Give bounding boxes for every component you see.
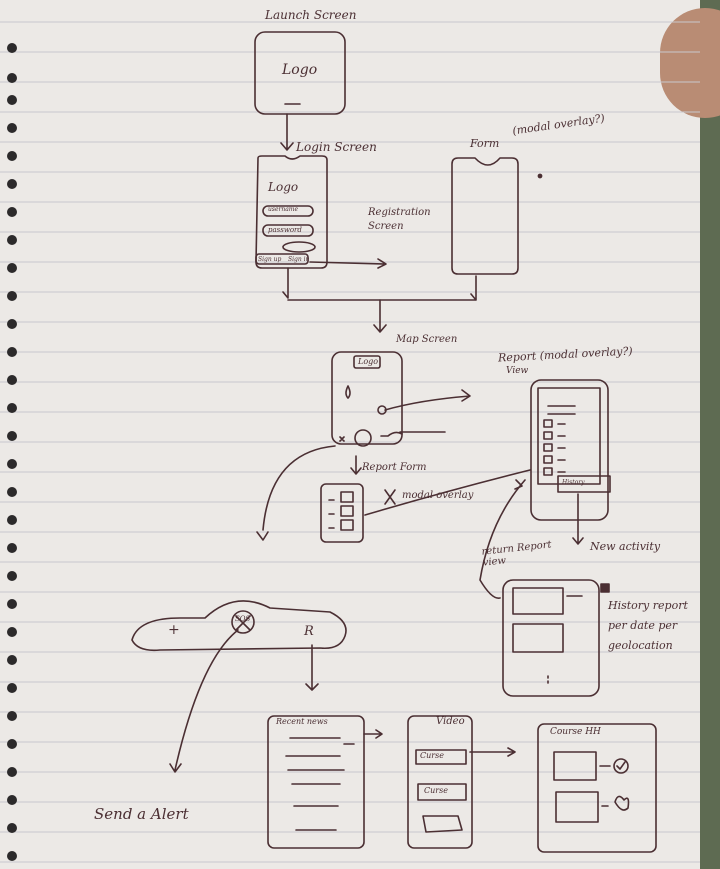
spiral-binding: [7, 43, 17, 861]
x-mark: [384, 489, 396, 505]
label-course-2: Curse: [424, 786, 448, 795]
recent-news-phone: [267, 715, 365, 849]
label-sos[interactable]: SOS: [235, 615, 251, 623]
sos-cross: [235, 615, 251, 631]
label-history-button[interactable]: History: [562, 479, 585, 486]
map-bottom-bar: [339, 431, 446, 442]
rf-check-2: [340, 505, 354, 517]
map-pin-icon: [345, 385, 351, 399]
bottom-nav-bar: [131, 600, 347, 652]
label-launch-logo: Logo: [282, 62, 318, 78]
history-phone: [502, 579, 600, 697]
sos-circle: [231, 610, 255, 634]
label-launch-screen: Launch Screen: [265, 8, 357, 22]
course-2-box: [417, 783, 467, 801]
arrow-rf-to-report: [364, 469, 531, 516]
label-history-note: History report per date per geolocation: [608, 599, 688, 652]
label-recent-news: Recent news: [276, 717, 328, 726]
map-top-logo-box: [353, 355, 381, 369]
thumb: [660, 8, 720, 118]
video-thumb: [422, 815, 463, 833]
report-form-phone: [320, 483, 364, 543]
map-phone-frame: [331, 351, 403, 445]
report-view-lines: [547, 405, 576, 415]
arrow-map-to-bottomnav: [256, 445, 336, 541]
arrow-map-to-reportform: [350, 455, 362, 475]
label-sign-in: Sign in: [288, 256, 310, 263]
label-map-screen: Map Screen: [396, 334, 458, 345]
course-thumb-1: [553, 751, 597, 781]
password-field: [262, 224, 314, 237]
launch-phone-frame: [254, 31, 346, 115]
label-sign-up: Sign up: [258, 256, 282, 263]
history-button-box: [557, 475, 611, 493]
label-registration-screen: Registration Screen: [368, 207, 431, 232]
arrow-to-send-alert: [169, 629, 239, 773]
arrow-to-recent-news: [305, 644, 319, 691]
rf-check-3: [340, 519, 354, 531]
arrow-map-to-report: [384, 389, 471, 411]
history-card-1: [512, 587, 564, 615]
rf-check-1: [340, 491, 354, 503]
label-login-logo: Logo: [268, 180, 299, 194]
arrow-video-to-course: [469, 747, 516, 757]
arrow-to-map: [373, 299, 387, 333]
report-view-phone: [530, 379, 609, 521]
login-phone-frame: [255, 155, 328, 269]
arrow-to-new-activity: [572, 493, 584, 545]
arrow-return-report: [479, 479, 526, 599]
course-thumb-2: [555, 791, 599, 823]
label-form: Form: [470, 137, 500, 150]
report-view-items: [557, 423, 566, 473]
signup-signin-row: [255, 253, 309, 265]
course-1-box: [415, 749, 467, 765]
label-username: username: [268, 206, 299, 213]
label-plus[interactable]: +: [168, 622, 180, 638]
history-card-2: [512, 623, 564, 653]
arrow-news-to-video: [343, 729, 383, 745]
label-course-1: Curse: [420, 751, 444, 760]
username-field: [262, 205, 314, 217]
course-phone: [537, 723, 657, 853]
signin-button-shape: [282, 241, 316, 253]
arrow-login-to-registration: [309, 258, 387, 269]
form-phone-frame: [451, 157, 519, 275]
map-sos-button: [354, 429, 372, 447]
label-course-hh: Course HH: [550, 727, 601, 737]
course-check-1-icon: [613, 758, 629, 774]
label-r[interactable]: R: [304, 624, 314, 639]
merge-lines: [282, 267, 477, 301]
label-video: Video: [436, 716, 465, 727]
course-heart-icon: [614, 795, 630, 811]
label-send-alert: Send a Alert: [94, 805, 189, 823]
label-view: View: [506, 366, 529, 376]
label-password: password: [268, 226, 302, 234]
recent-news-lines: [285, 737, 345, 831]
label-new-activity: New activity: [590, 540, 661, 553]
history-small-square: [600, 583, 610, 593]
label-map-top: Logo: [358, 357, 379, 366]
video-phone: [407, 715, 473, 849]
label-report-form: Report Form: [362, 462, 427, 473]
arrow-launch-to-login: [280, 113, 294, 151]
label-modal-overlay: modal overlay: [402, 490, 474, 501]
report-view-content: [537, 387, 601, 485]
label-login-screen: Login Screen: [296, 140, 377, 154]
